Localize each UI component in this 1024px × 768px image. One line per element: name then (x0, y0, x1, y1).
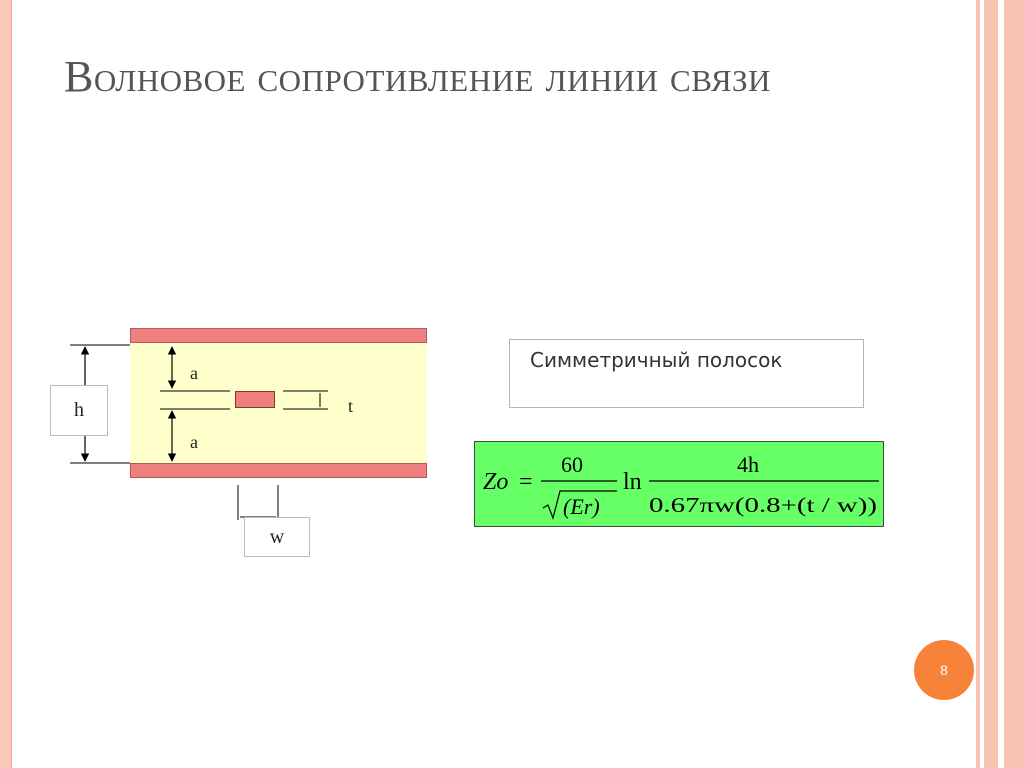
formula-ln: ln (623, 469, 642, 495)
dimension-label-h: h (50, 385, 108, 436)
dimension-label-w: w (244, 517, 310, 557)
bottom-ground-plate (130, 463, 427, 478)
dielectric-layer (130, 343, 427, 463)
dimension-label-t: t (348, 396, 354, 416)
formula-render: Zo = 60 (Er) ln 4h 0.67πw(0.8+(t / w)) (483, 452, 879, 520)
formula-lhs: Zo (483, 469, 508, 495)
slide-frame-right (976, 0, 980, 768)
dimension-label-a-top: a (190, 363, 198, 383)
signal-strip (235, 391, 275, 408)
formula-frac1-numerator: 60 (561, 452, 583, 477)
slide-frame-right (1004, 0, 1024, 768)
formula-equals: = (519, 469, 533, 495)
slide-title: Волновое сопротивление линии связи (64, 52, 771, 101)
formula-frac2-denominator: 0.67πw(0.8+(t / w)) (649, 493, 877, 517)
slide-frame-right (984, 0, 998, 768)
dimension-label-a-bottom: a (190, 432, 198, 452)
page-number-badge: 8 (914, 640, 974, 700)
stripline-diagram: a a t h w (50, 325, 440, 565)
top-ground-plate (130, 328, 427, 343)
sqrt-icon (542, 490, 617, 520)
impedance-formula: Zo = 60 (Er) ln 4h 0.67πw(0.8+(t / w)) (474, 441, 884, 527)
slide-frame-left (0, 0, 12, 768)
formula-frac1-denominator: (Er) (563, 494, 600, 519)
formula-frac2-numerator: 4h (737, 452, 759, 477)
stripline-caption: Симметричный полосок (509, 339, 864, 408)
